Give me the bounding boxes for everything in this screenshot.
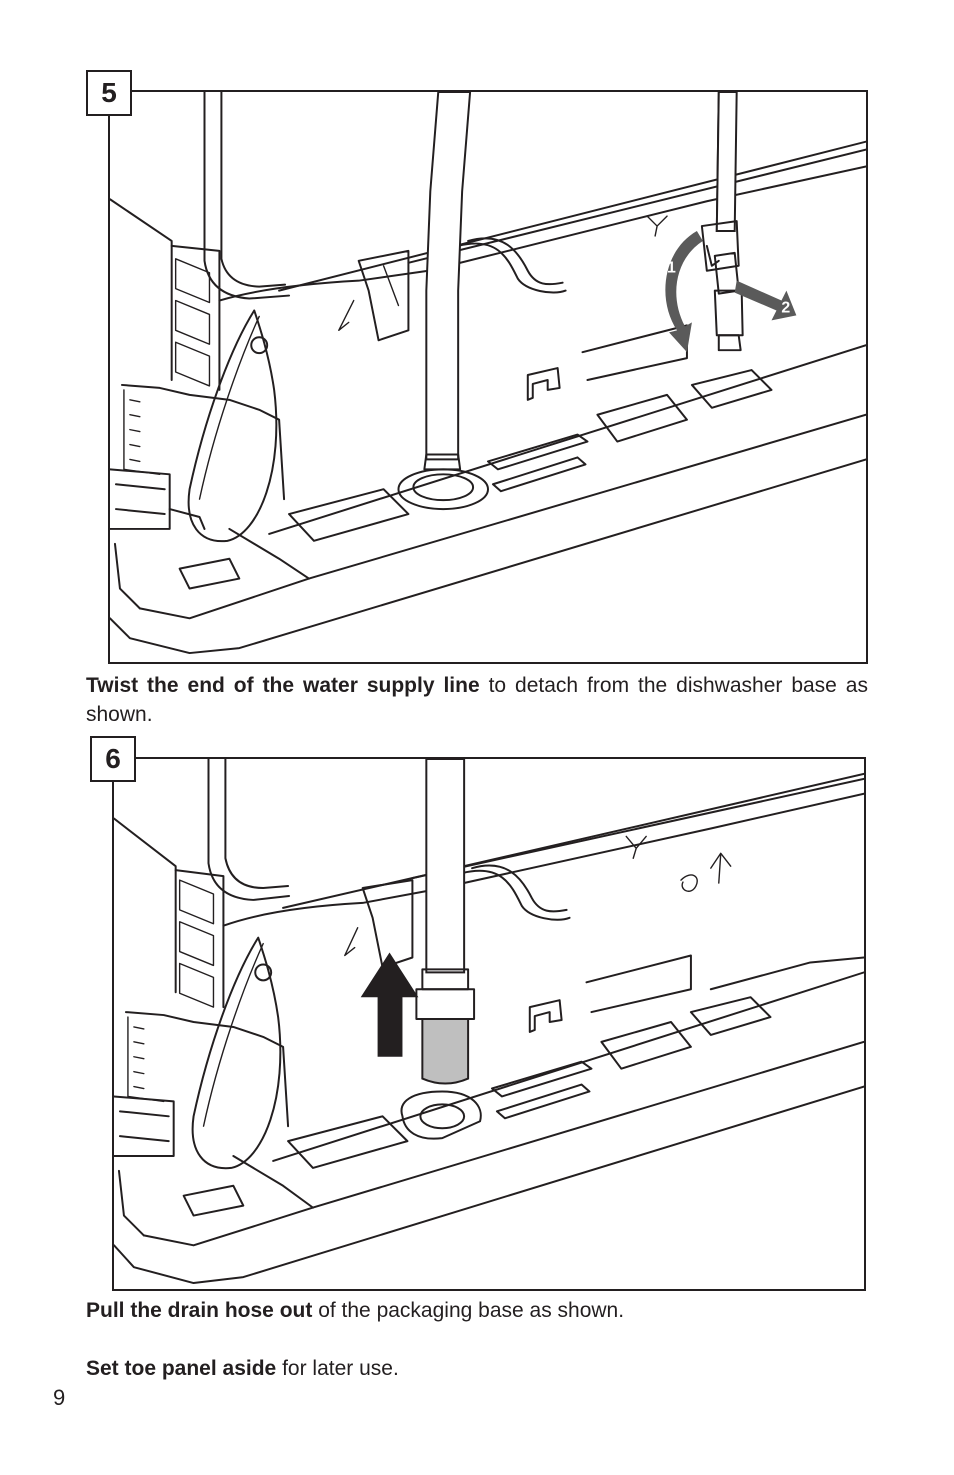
step-5-illustration: 1 2 [108,90,868,664]
step-5-caption: Twist the end of the water supply line t… [86,671,868,729]
step-6-illustration [112,757,866,1291]
step-number: 6 [105,743,121,774]
step-number: 5 [101,77,117,108]
caption-bold: Twist the end of the water supply line [86,674,480,697]
toe-panel-note: Set toe panel aside for later use. [86,1354,868,1383]
note-bold: Set toe panel aside [86,1357,277,1380]
callout-2: 2 [781,299,790,316]
dishwasher-base-drain-hose-drawing [114,759,864,1285]
step-5-badge: 5 [86,70,132,116]
callout-1: 1 [667,260,676,277]
dishwasher-base-water-line-drawing: 1 2 [110,92,866,655]
caption-bold: Pull the drain hose out [86,1299,313,1322]
step-6-caption: Pull the drain hose out of the packaging… [86,1296,868,1325]
page-number: 9 [53,1385,66,1410]
caption-text: of the packaging base as shown. [312,1299,625,1322]
note-text: for later use. [276,1357,399,1380]
step-6-badge: 6 [90,736,136,782]
caption-text: to detach from the dishwasher base as sh… [86,674,868,726]
